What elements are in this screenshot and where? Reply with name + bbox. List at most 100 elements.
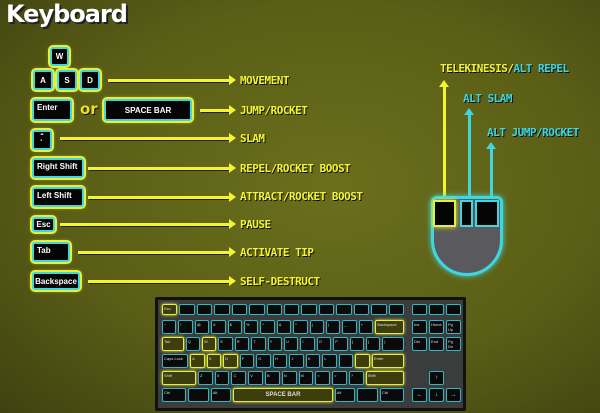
- mouse-right-label: ALT JUMP/ROCKET: [487, 126, 579, 139]
- keyboard-key: J: [289, 354, 304, 368]
- keyboard-arrow-key: ↑: [429, 371, 444, 385]
- keyboard-key: F: [239, 354, 255, 368]
- arrow-jump: [200, 105, 236, 115]
- keyboard-key: @: [194, 320, 210, 334]
- key-d: D: [80, 70, 100, 90]
- keyboard-key: [371, 304, 387, 315]
- keyboard-key: Y: [267, 337, 282, 351]
- key-tab: Tab: [32, 242, 70, 262]
- keyboard-key: [388, 304, 404, 315]
- keyboard-key: &: [276, 320, 292, 334]
- keyboard-nav-key: Pg Dn: [446, 337, 461, 351]
- arrow-up-left: [439, 80, 449, 204]
- keyboard-nav-key: [446, 304, 461, 315]
- action-jump-rocket: JUMP/ROCKET: [240, 104, 308, 117]
- keyboard-key: #: [211, 320, 226, 334]
- keyboard-key: K: [305, 354, 321, 368]
- keyboard-key: Ctrl: [380, 388, 404, 402]
- keyboard-nav-key: Ins: [412, 320, 427, 334]
- keyboard-key: :: [338, 354, 354, 368]
- keyboard-key: [179, 304, 195, 315]
- keyboard-arrow-key: →: [446, 388, 461, 402]
- keyboard-nav-key: [429, 304, 444, 315]
- alt-repel-label: ALT REPEL: [513, 62, 569, 75]
- arrow-pause: [60, 219, 236, 229]
- keyboard-key: (: [309, 320, 324, 334]
- keyboard-key: *: [293, 320, 308, 334]
- key-a: A: [33, 70, 53, 90]
- keyboard-key: T: [251, 337, 266, 351]
- keyboard-key: I: [300, 337, 315, 351]
- keyboard-key: Z: [197, 371, 213, 385]
- keyboard-key: $: [227, 320, 242, 334]
- action-activate-tip: ACTIVATE TIP: [240, 246, 314, 259]
- keyboard-key: L: [322, 354, 337, 368]
- page-title: Keyboard: [6, 0, 128, 28]
- keyboard-nav-key: [412, 304, 427, 315]
- keyboard-key: SPACE BAR: [233, 388, 333, 402]
- keyboard-key: W: [202, 337, 217, 351]
- key-backspace: Backspace: [32, 272, 80, 290]
- keyboard-key: [266, 304, 282, 315]
- keyboard-key: [301, 304, 317, 315]
- action-self-destruct: SELF-DESTRUCT: [240, 275, 320, 288]
- keyboard-key: X: [214, 371, 230, 385]
- keyboard-arrow-key: ←: [412, 388, 427, 402]
- keyboard-key: [353, 304, 370, 315]
- keyboard-key: C: [231, 371, 247, 385]
- keyboard-nav-key: Del: [412, 337, 427, 351]
- keyboard-key: [357, 388, 379, 402]
- keyboard-key: [187, 388, 209, 402]
- keyboard-key: +: [358, 320, 374, 334]
- keyboard-key: ): [326, 320, 341, 334]
- keyboard-key: >: [332, 371, 347, 385]
- keyboard-key: [249, 304, 265, 315]
- key-s: S: [57, 70, 77, 90]
- arrow-slam: [60, 133, 236, 143]
- keyboard-key: P: [333, 337, 348, 351]
- keyboard-key: U: [284, 337, 299, 351]
- keyboard-key: D: [223, 354, 238, 368]
- keyboard-nav-key: Home: [429, 320, 444, 334]
- keyboard-key: Q: [185, 337, 200, 351]
- or-label: or: [80, 100, 98, 118]
- keyboard-key: }: [366, 337, 381, 351]
- keyboard-key: ^: [260, 320, 275, 334]
- action-movement: MOVEMENT: [240, 74, 289, 87]
- keyboard-key: R: [234, 337, 250, 351]
- mouse-left-label: TELEKINESIS/ALT REPEL: [440, 62, 569, 75]
- keyboard-key: Esc: [162, 304, 178, 315]
- mouse-middle-label: ALT SLAM: [463, 92, 512, 105]
- arrow-attract: [88, 192, 236, 202]
- key-enter: Enter: [32, 99, 72, 121]
- keyboard-key: [231, 304, 248, 315]
- key-left-shift: Left Shift: [32, 187, 84, 207]
- keyboard-key: B: [265, 371, 280, 385]
- arrow-repel: [88, 163, 236, 173]
- keyboard-key: V: [248, 371, 263, 385]
- keyboard-key: S: [206, 354, 222, 368]
- keyboard-key: [336, 304, 352, 315]
- keyboard-key: Tab: [162, 337, 184, 351]
- arrow-tip: [78, 247, 236, 257]
- action-pause: PAUSE: [240, 218, 271, 231]
- keyboard-key: [196, 304, 213, 315]
- keyboard-key: |: [382, 337, 404, 351]
- keyboard-key: Shift: [365, 371, 404, 385]
- keyboard-key: Caps Lock: [162, 354, 189, 368]
- keyboard-key: !: [178, 320, 193, 334]
- keyboard-key: {: [349, 337, 364, 351]
- keyboard-key: Shift: [162, 371, 196, 385]
- arrow-self-destruct: [88, 276, 236, 286]
- keyboard-key: ": [355, 354, 371, 368]
- arrow-movement: [108, 75, 236, 85]
- arrow-up-middle: [464, 108, 474, 204]
- keyboard-key: Alt: [334, 388, 356, 402]
- keyboard-key: O: [316, 337, 332, 351]
- action-repel: REPEL/ROCKET BOOST: [240, 162, 351, 175]
- key-right-shift: Right Shift: [32, 158, 84, 178]
- keyboard-key: [214, 304, 230, 315]
- keyboard-key: A: [190, 354, 205, 368]
- keyboard-key: ?: [348, 371, 364, 385]
